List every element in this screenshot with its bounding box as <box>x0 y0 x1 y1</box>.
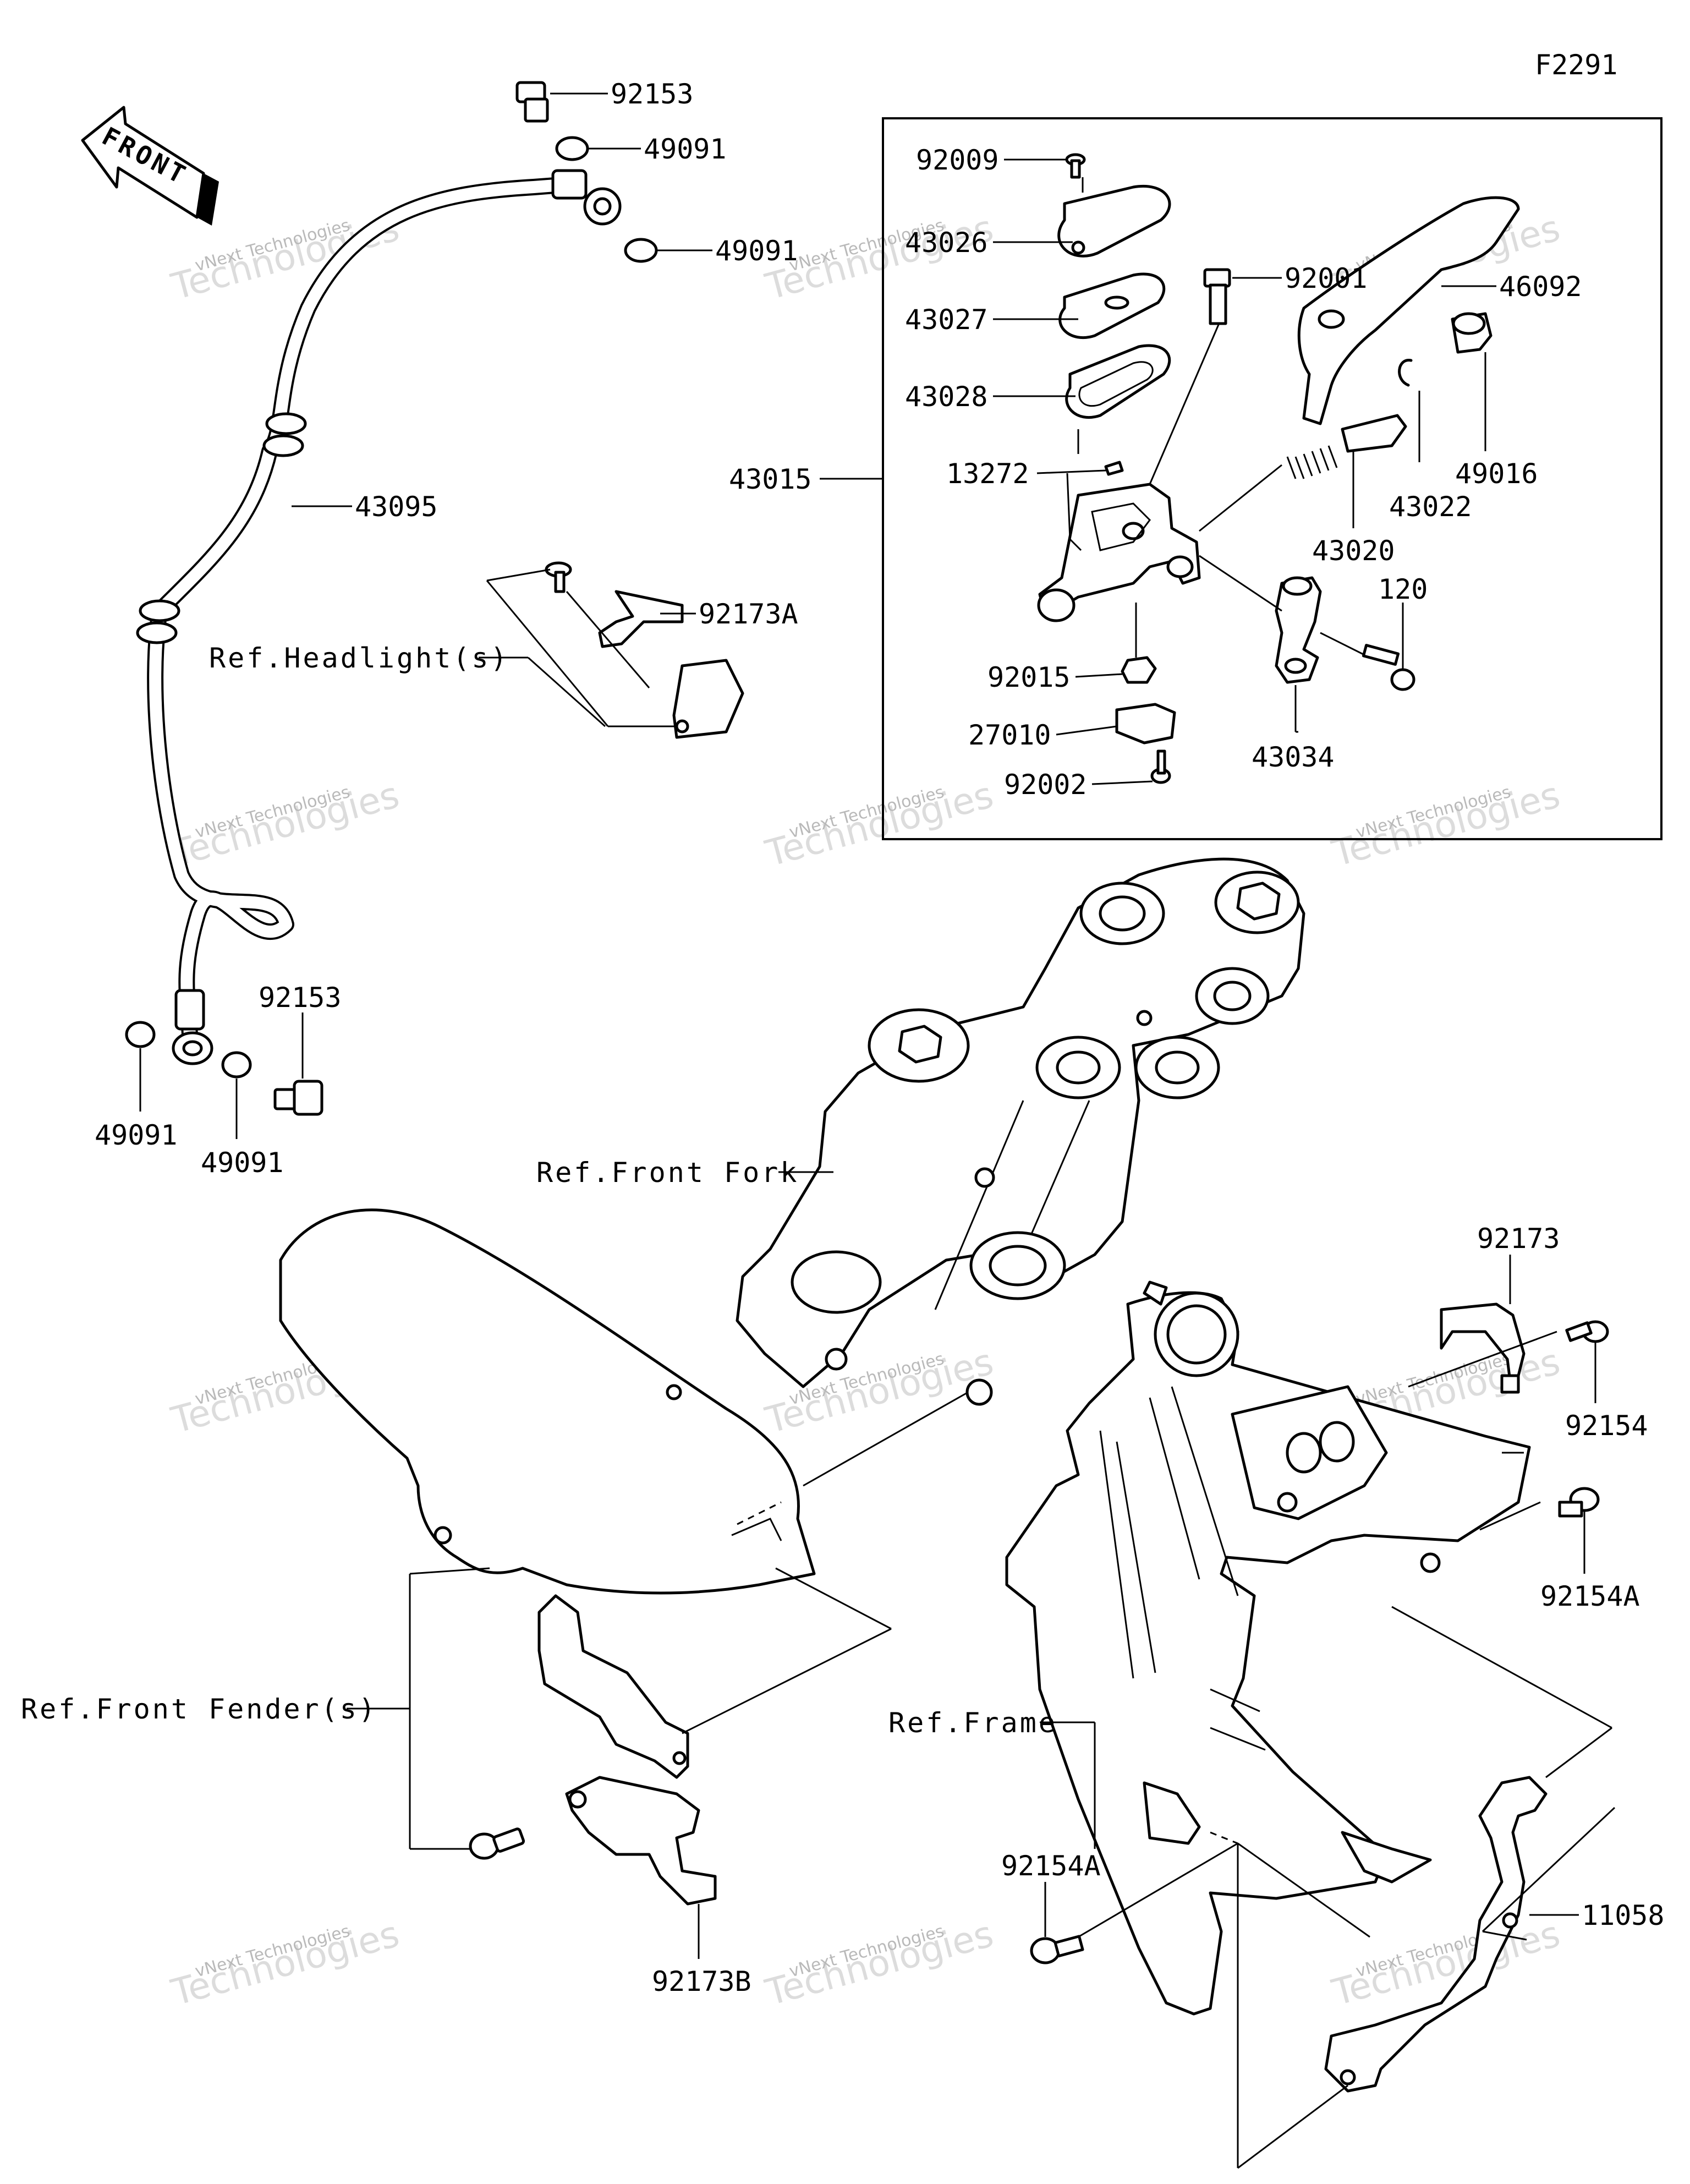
washer-icon <box>125 1021 156 1048</box>
label-43015: 43015 <box>729 463 812 495</box>
label-ref-front-fork: Ref.Front Fork <box>536 1157 799 1189</box>
label-49091-a: 49091 <box>644 133 727 165</box>
diagram-code: F2291 <box>1535 49 1618 81</box>
label-11058: 11058 <box>1582 1900 1665 1931</box>
label-43034: 43034 <box>1252 741 1335 773</box>
fender-bracket <box>537 1594 717 1906</box>
label-120: 120 <box>1378 573 1428 605</box>
label-92153-top: 92153 <box>611 78 694 110</box>
bracket-11058 <box>1324 1776 1548 2093</box>
label-43028: 43028 <box>905 381 988 413</box>
label-27010: 27010 <box>968 719 1051 751</box>
banjo-bolt-icon <box>515 81 549 123</box>
front-arrow-icon: FRONT <box>81 106 219 226</box>
label-43095: 43095 <box>355 491 438 523</box>
label-49091-d: 49091 <box>201 1147 284 1179</box>
washer-icon <box>221 1051 252 1079</box>
label-43022: 43022 <box>1389 491 1472 523</box>
screw-92154A-icon <box>1558 1487 1600 1518</box>
label-92173A: 92173A <box>699 598 798 630</box>
label-46092: 46092 <box>1499 271 1582 303</box>
label-43020: 43020 <box>1312 535 1395 567</box>
label-13272: 13272 <box>946 458 1029 490</box>
label-ref-front-fender: Ref.Front Fender(s) <box>21 1693 377 1725</box>
label-92153-bottom: 92153 <box>259 982 342 1014</box>
fender-bolt-icon <box>469 1827 525 1860</box>
label-92154A-bottom: 92154A <box>1001 1850 1101 1882</box>
label-92173: 92173 <box>1477 1223 1560 1255</box>
banjo-bolt-icon <box>273 1080 323 1116</box>
brake-hose <box>136 169 622 1065</box>
label-49091-c: 49091 <box>95 1119 178 1151</box>
label-ref-frame: Ref.Frame <box>888 1707 1057 1739</box>
label-92015: 92015 <box>987 661 1071 693</box>
washer-icon <box>624 238 658 263</box>
label-ref-headlight: Ref.Headlight(s) <box>209 642 509 674</box>
washer-icon <box>555 136 589 161</box>
headlight-bracket <box>545 561 744 739</box>
frame-reference <box>1005 1280 1531 2016</box>
screw-92154A-icon <box>1030 1935 1084 1964</box>
label-43026: 43026 <box>905 227 988 259</box>
label-92009: 92009 <box>916 144 999 176</box>
part-labels: 92153 49091 49091 43095 92173A Ref.Headl… <box>21 78 1665 1997</box>
label-49091-b: 49091 <box>715 235 798 267</box>
label-92002: 92002 <box>1004 769 1087 801</box>
label-43027: 43027 <box>905 304 988 336</box>
screw-92154-icon <box>1565 1320 1609 1343</box>
front-fender-reference <box>279 1208 816 1595</box>
label-92154: 92154 <box>1565 1410 1648 1442</box>
bracket-92173 <box>1440 1302 1526 1394</box>
master-cylinder-assembly <box>1037 153 1520 784</box>
label-92173B: 92173B <box>652 1966 751 1997</box>
label-92001: 92001 <box>1285 262 1368 294</box>
label-92154A-right: 92154A <box>1540 1580 1640 1612</box>
label-49016: 49016 <box>1455 458 1538 490</box>
front-fork-reference <box>736 857 1305 1406</box>
